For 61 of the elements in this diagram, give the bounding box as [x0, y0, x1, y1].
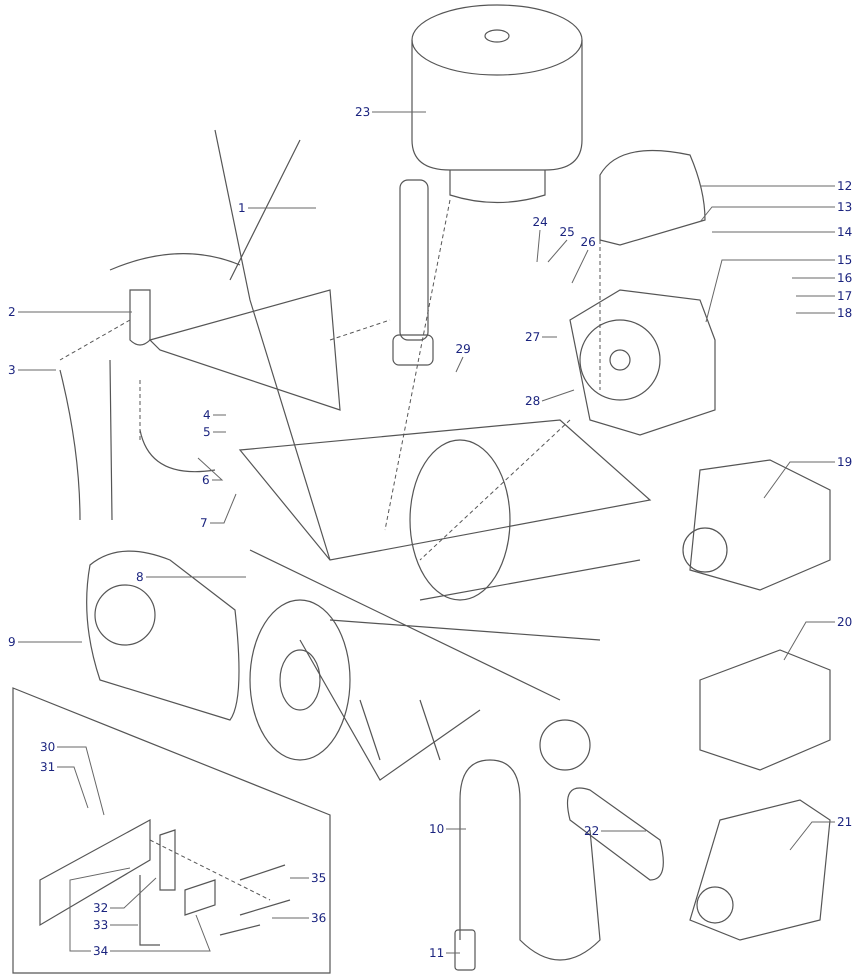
leader-line [536, 230, 540, 262]
callout-number: 36 [311, 911, 326, 925]
leader-line [796, 312, 836, 314]
leader-line [56, 746, 104, 816]
callout-number: 17 [837, 289, 852, 303]
callout-number: 16 [837, 271, 852, 285]
callout-number: 5 [203, 425, 211, 439]
callout-number: 27 [525, 330, 540, 344]
leader-line [446, 828, 466, 830]
callout-number: 26 [580, 235, 596, 249]
callout-number: 13 [837, 200, 852, 214]
callout-number: 8 [136, 570, 144, 584]
callout-number: 6 [202, 473, 210, 487]
leader-line [110, 914, 211, 952]
leader-line [456, 356, 464, 372]
callout-number: 10 [429, 822, 444, 836]
callout-number: 12 [837, 179, 852, 193]
callout-number: 22 [584, 824, 600, 838]
callout-number: 9 [8, 635, 16, 649]
callout-number: 19 [837, 455, 852, 469]
callout-number: 3 [8, 363, 16, 377]
leader-line [572, 250, 588, 284]
callout-number: 35 [311, 871, 326, 885]
leader-line [110, 924, 138, 926]
leader-line [764, 462, 836, 498]
callout-number: 29 [456, 342, 471, 356]
callout-number: 30 [40, 740, 56, 754]
callout-number: 14 [837, 225, 852, 239]
callout-number: 15 [837, 253, 852, 267]
callout-number: 1 [238, 201, 246, 215]
leader-line [70, 868, 130, 952]
callout-number: 21 [837, 815, 852, 829]
callout-number: 32 [93, 901, 108, 915]
callout-number: 34 [93, 944, 108, 958]
leader-line [146, 576, 246, 578]
leader-line [700, 206, 836, 222]
callout-number: 7 [200, 516, 208, 530]
leader-line [446, 952, 460, 954]
callout-number: 25 [560, 225, 575, 239]
callout-number: 28 [525, 394, 540, 408]
leader-line [542, 390, 574, 402]
callout-number: 4 [203, 408, 211, 422]
callout-number: 23 [355, 105, 370, 119]
leader-line [110, 878, 156, 908]
leader-line [212, 414, 226, 416]
leader-line [784, 622, 836, 660]
leader-line [56, 766, 88, 808]
callout-number: 11 [429, 946, 444, 960]
callout-number: 33 [93, 918, 108, 932]
callout-number: 20 [837, 615, 852, 629]
leader-line [542, 336, 558, 338]
leader-line [198, 458, 224, 480]
callout-number: 24 [532, 215, 548, 229]
leader-line [790, 822, 836, 850]
callout-number: 31 [40, 760, 56, 774]
leader-line [600, 830, 646, 832]
callout-number: 2 [8, 305, 16, 319]
leader-line [210, 494, 236, 524]
leader-line [706, 260, 836, 322]
leader-line [548, 240, 568, 262]
callout-number: 18 [837, 306, 852, 320]
